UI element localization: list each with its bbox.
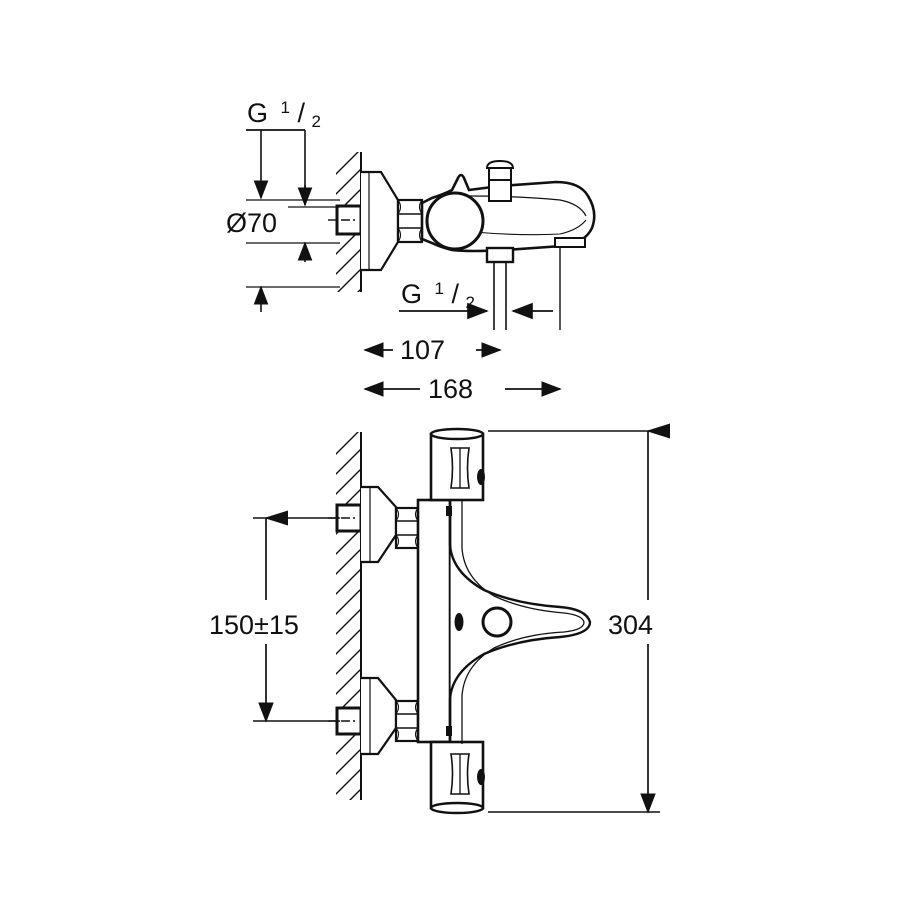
- outlet-port-icon: [481, 606, 513, 638]
- shower-outlet-stub-top: [485, 246, 515, 330]
- wall-section-top: [336, 152, 362, 292]
- thermostat-knob-upper: [429, 427, 485, 502]
- dimension-height-304: 304: [488, 423, 695, 814]
- escutcheon-cone-top: [361, 170, 400, 272]
- label-centre-150: 150±15: [209, 610, 299, 640]
- dimension-depth-168: 168: [363, 373, 562, 405]
- label-g-half-lower: G 1 / 2: [401, 270, 475, 312]
- dimension-g-half-lower: G 1 / 2: [399, 270, 553, 320]
- dimension-diameter-70: Ø70: [226, 185, 340, 312]
- mixer-front-shroud-bottom: [448, 500, 592, 744]
- bottom-view-group: 150±15 304: [206, 423, 695, 815]
- hex-union-nut-bottom-upper: [394, 506, 420, 550]
- volume-knob-lower: [429, 740, 485, 815]
- temperature-marker-icon: [454, 613, 464, 631]
- label-depth-168: 168: [428, 374, 473, 404]
- body-notch-lower: [446, 726, 452, 736]
- dimension-g-half-upper: G 1 / 2: [246, 89, 340, 208]
- face-indicators-bottom: [454, 606, 513, 638]
- label-height-304: 304: [608, 610, 653, 640]
- diverter-button-top: [485, 159, 515, 202]
- wall-inlet-connector-top: [328, 204, 363, 236]
- dimension-depth-107: 107: [363, 334, 502, 366]
- hex-union-nut-bottom-lower: [394, 699, 420, 743]
- top-view-group: G 1 / 2 Ø70: [226, 89, 596, 405]
- wall-section-bottom: [336, 432, 362, 800]
- hex-union-nut-top: [396, 198, 424, 244]
- spout-tip-detail-top: [554, 237, 586, 330]
- label-depth-107: 107: [400, 335, 445, 365]
- wall-inlet-connector-bottom-lower: [328, 706, 363, 736]
- label-diameter-70: Ø70: [226, 208, 277, 238]
- body-notch-upper: [446, 506, 452, 516]
- escutcheon-cone-bottom-lower: [361, 676, 398, 756]
- label-g-half-upper: G 1 / 2: [247, 89, 321, 131]
- dimension-centre-150: 150±15: [206, 510, 340, 723]
- escutcheon-cone-bottom-upper: [361, 485, 398, 564]
- thermostatic-body-bottom: [416, 498, 452, 744]
